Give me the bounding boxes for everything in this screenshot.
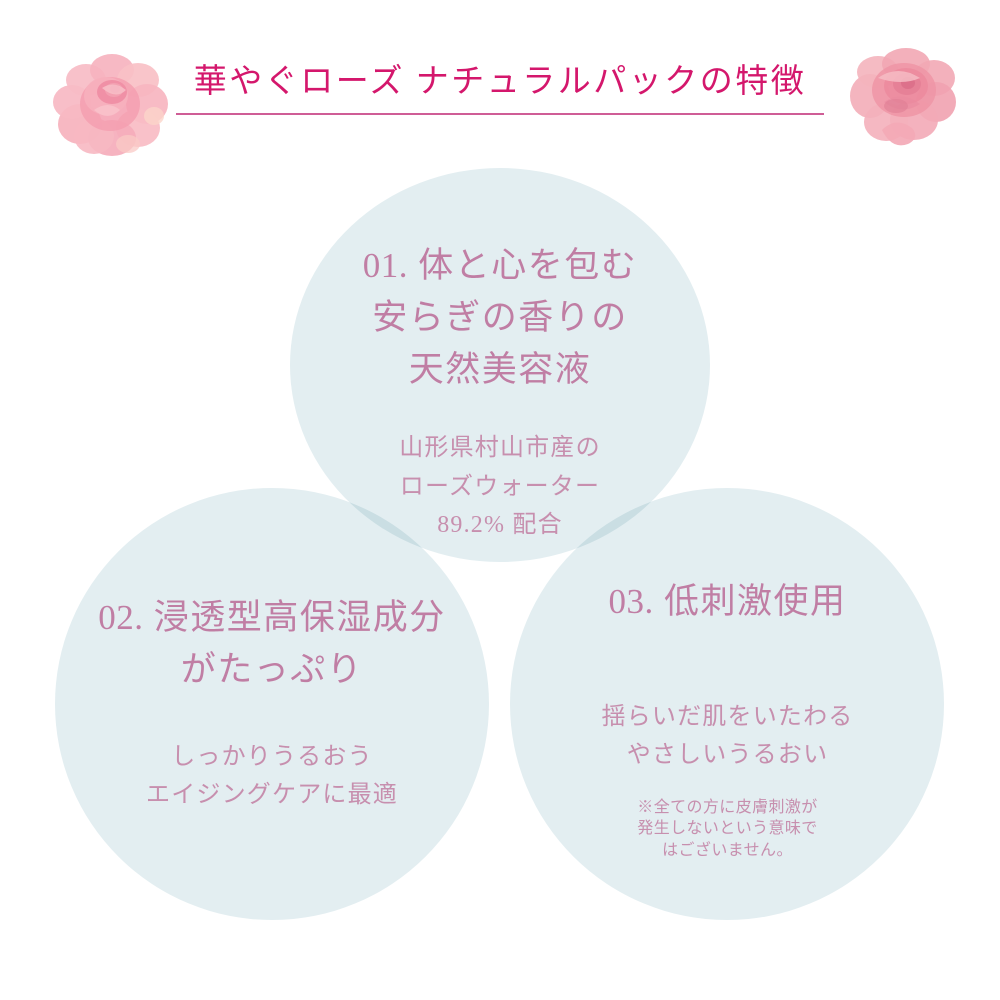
feature-02-heading: 02. 浸透型高保湿成分 がたっぷり (22, 592, 522, 696)
feature-03-subtext: 揺らいだ肌をいたわる やさしいうるおい (505, 698, 950, 775)
feature-03-number: 03. (608, 582, 654, 621)
feature-01-heading-text-1: 体と心を包む (418, 246, 638, 285)
feature-02-sub-line-1: しっかりうるおう (171, 743, 373, 770)
feature-block-03: 03. 低刺激使用 揺らいだ肌をいたわる やさしいうるおい ※全ての方に皮膚刺激… (505, 576, 950, 861)
feature-03-note-line-2: 発生しないという意味で (637, 820, 818, 838)
feature-01-number: 01. (362, 246, 408, 285)
feature-02-sub-line-2: エイジングケアに最適 (146, 781, 398, 808)
feature-circle-03 (510, 488, 944, 920)
feature-circle-01 (290, 168, 710, 562)
feature-block-01: 01. 体と心を包む 安らぎの香りの 天然美容液 山形県村山市産の ローズウォー… (250, 240, 750, 545)
feature-02-number: 02. (98, 598, 144, 637)
feature-03-disclaimer: ※全ての方に皮膚刺激が 発生しないという意味で はございません。 (505, 797, 950, 862)
feature-03-heading-text-1: 低刺激使用 (663, 582, 847, 621)
page-header: 華やぐローズ ナチュラルパックの特徴 (0, 0, 1000, 165)
feature-01-sub-line-1: 山形県村山市産の (399, 435, 601, 462)
feature-03-note-line-1: ※全ての方に皮膚刺激が (637, 798, 818, 816)
feature-02-subtext: しっかりうるおう エイジングケアに最適 (22, 738, 522, 815)
feature-01-heading-line-3: 天然美容液 (408, 349, 592, 389)
feature-01-heading: 01. 体と心を包む 安らぎの香りの 天然美容液 (250, 240, 750, 395)
feature-02-heading-line-1: 02. 浸透型高保湿成分 (22, 592, 522, 644)
feature-02-heading-line-2: がたっぷり (180, 649, 364, 689)
feature-03-heading-line-1: 03. 低刺激使用 (505, 576, 950, 628)
feature-03-heading: 03. 低刺激使用 (505, 576, 950, 628)
feature-block-02: 02. 浸透型高保湿成分 がたっぷり しっかりうるおう エイジングケアに最適 (22, 592, 522, 814)
rose-illustration-left-icon (42, 44, 182, 164)
title-underline (176, 113, 824, 115)
feature-01-heading-line-1: 01. 体と心を包む (250, 240, 750, 292)
feature-01-heading-line-2: 安らぎの香りの (372, 297, 628, 337)
page-title: 華やぐローズ ナチュラルパックの特徴 (193, 64, 807, 100)
feature-03-note-line-3: はございません。 (662, 841, 793, 859)
feature-01-sub-line-2: ローズウォーター (399, 473, 601, 500)
feature-01-subtext: 山形県村山市産の ローズウォーター 89.2% 配合 (250, 429, 750, 544)
feature-03-sub-line-2: やさしいうるおい (626, 742, 829, 769)
feature-01-sub-line-3: 89.2% 配合 (437, 512, 563, 539)
feature-03-sub-line-1: 揺らいだ肌をいたわる (601, 703, 854, 730)
feature-circle-02 (55, 488, 489, 920)
feature-02-heading-text-1: 浸透型高保湿成分 (153, 598, 446, 637)
rose-illustration-right-icon (844, 44, 974, 164)
